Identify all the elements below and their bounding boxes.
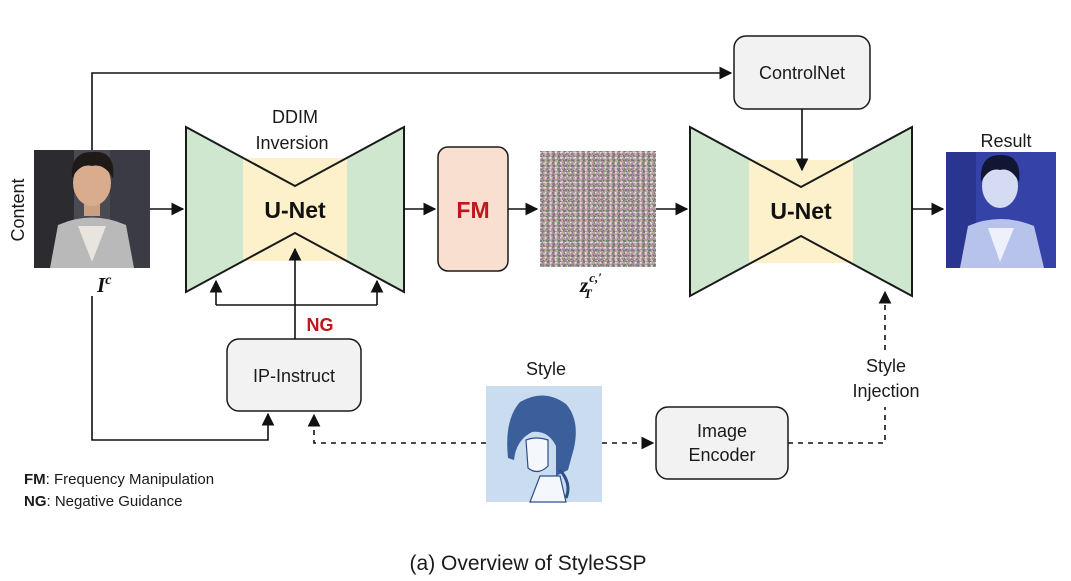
style-image bbox=[486, 386, 602, 503]
arrow-content-to-ip-instruct bbox=[91, 296, 275, 441]
fm-label: FM bbox=[456, 197, 489, 223]
content-label: Content bbox=[8, 178, 28, 241]
content-image-symbol: Ic bbox=[96, 273, 112, 297]
legend-fm: FM: Frequency Manipulation bbox=[24, 471, 214, 488]
ddim-label-line1: DDIM bbox=[272, 107, 318, 127]
unet-right bbox=[689, 125, 913, 298]
unet-right-label: U-Net bbox=[770, 198, 832, 224]
style-injection-line1: Style bbox=[866, 356, 906, 376]
arrow-content-to-controlnet bbox=[91, 66, 733, 150]
ip-instruct-box bbox=[226, 338, 362, 412]
noise-symbol: zc,′T bbox=[579, 270, 602, 301]
image-encoder-line1: Image bbox=[697, 421, 747, 441]
arrow-style-to-ip-instruct bbox=[307, 413, 486, 444]
style-injection-line2: Injection bbox=[852, 381, 919, 401]
noise-latent bbox=[540, 151, 656, 267]
content-photo bbox=[34, 150, 150, 268]
style-label: Style bbox=[526, 359, 566, 379]
unet-left bbox=[185, 125, 405, 294]
controlnet-label: ControlNet bbox=[759, 63, 845, 83]
dashed-arrows bbox=[307, 290, 892, 450]
image-encoder-line2: Encoder bbox=[688, 445, 755, 465]
ddim-label-line2: Inversion bbox=[255, 133, 328, 153]
result-label: Result bbox=[980, 131, 1031, 151]
ip-instruct-label: IP-Instruct bbox=[253, 366, 335, 386]
image-encoder-box bbox=[655, 406, 789, 480]
ng-label: NG bbox=[307, 315, 334, 335]
unet-left-label: U-Net bbox=[264, 197, 326, 223]
solid-arrows bbox=[91, 66, 945, 441]
legend-ng: NG: Negative Guidance bbox=[24, 493, 182, 510]
figure-caption: (a) Overview of StyleSSP bbox=[410, 552, 647, 575]
result-photo bbox=[946, 152, 1056, 268]
